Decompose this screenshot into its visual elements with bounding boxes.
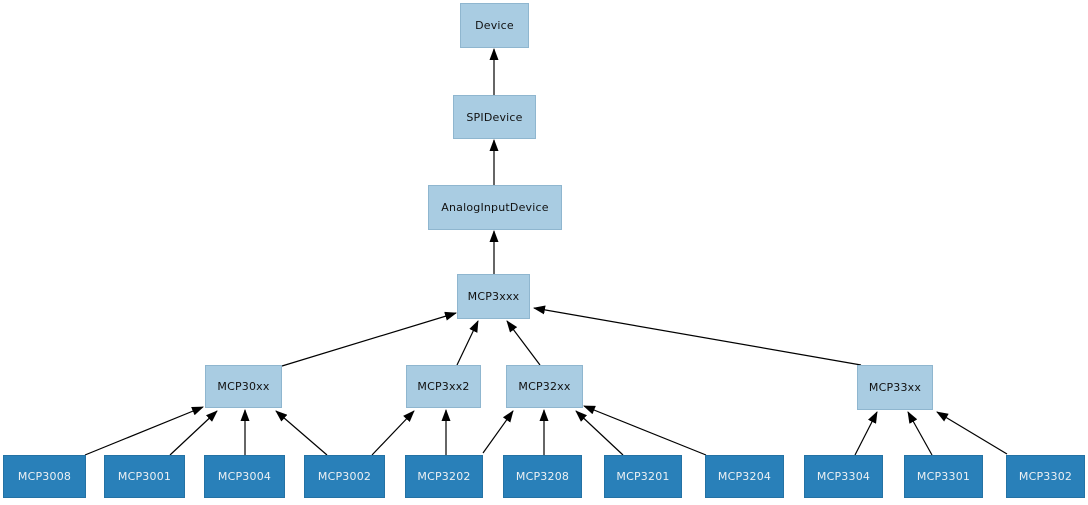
node-mcp3008: MCP3008 <box>3 455 86 498</box>
node-mcp3xx2: MCP3xx2 <box>406 365 481 408</box>
node-mcp3204: MCP3204 <box>705 455 784 498</box>
node-mcp3xxx: MCP3xxx <box>457 274 530 319</box>
edge-mcp3008-mcp30xx <box>84 406 204 456</box>
edge-mcp3204-mcp32xx <box>583 405 707 456</box>
edge-mcp3002-mcp3xx2 <box>371 410 415 456</box>
edge-mcp32xx-mcp3xxx <box>506 320 541 366</box>
node-mcp33xx: MCP33xx <box>857 365 933 410</box>
edge-mcp3xx2-mcp3xxx <box>456 320 479 366</box>
node-mcp3004: MCP3004 <box>204 455 285 498</box>
node-device: Device <box>460 3 529 48</box>
node-analoginputdevice: AnalogInputDevice <box>428 185 562 230</box>
edge-mcp3001-mcp30xx <box>169 410 218 456</box>
edge-mcp3202-mcp32xx <box>482 410 514 454</box>
node-mcp30xx: MCP30xx <box>205 365 282 408</box>
edge-mcp3201-mcp32xx <box>575 410 624 456</box>
edge-mcp3302-mcp33xx <box>936 411 1008 455</box>
edge-mcp33xx-mcp3xxx <box>533 305 862 366</box>
node-mcp3202: MCP3202 <box>405 455 483 498</box>
edge-mcp3002-mcp30xx <box>275 410 328 456</box>
edge-mcp3301-mcp33xx <box>907 411 933 456</box>
node-mcp3208: MCP3208 <box>503 455 582 498</box>
node-mcp3301: MCP3301 <box>904 455 983 498</box>
node-spidevice: SPIDevice <box>453 95 536 139</box>
edge-mcp3304-mcp33xx <box>854 411 878 456</box>
node-mcp3201: MCP3201 <box>604 455 682 498</box>
node-mcp3302: MCP3302 <box>1006 455 1085 498</box>
node-mcp3002: MCP3002 <box>304 455 385 498</box>
node-mcp3304: MCP3304 <box>804 455 883 498</box>
node-mcp32xx: MCP32xx <box>506 365 583 408</box>
edge-mcp30xx-mcp3xxx <box>281 311 457 367</box>
node-mcp3001: MCP3001 <box>104 455 185 498</box>
